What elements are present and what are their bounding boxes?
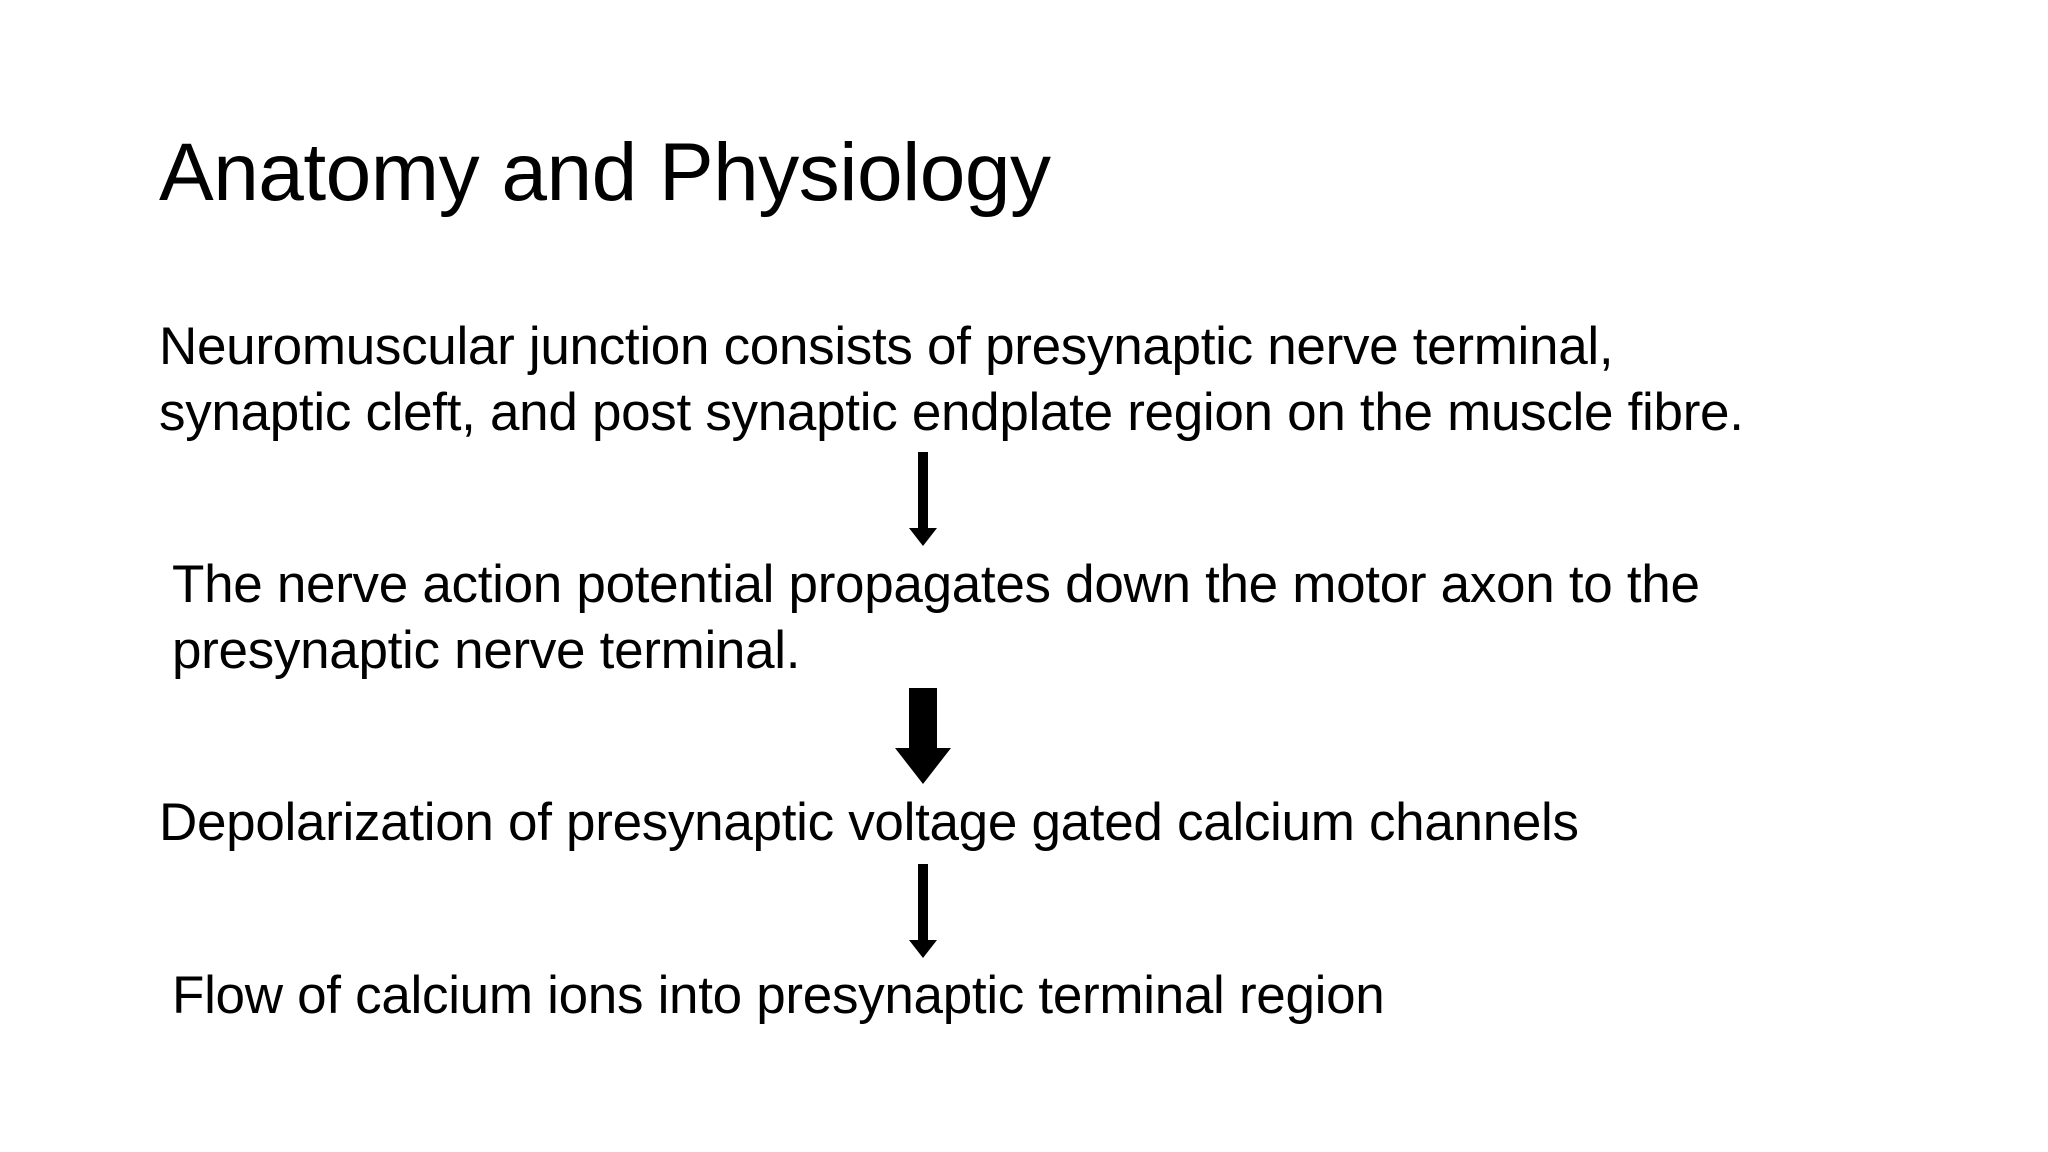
arrow-down-icon (909, 864, 937, 958)
flow-step-depolarization: Depolarization of presynaptic voltage ga… (159, 790, 1579, 856)
slide-title: Anatomy and Physiology (159, 127, 1051, 218)
arrow-down-icon (909, 452, 937, 546)
flow-step-neuromuscular-junction: Neuromuscular junction consists of presy… (159, 314, 1744, 446)
step-text-line: presynaptic nerve terminal. (172, 621, 801, 680)
step-text-line: Flow of calcium ions into presynaptic te… (172, 966, 1385, 1025)
step-text-line: The nerve action potential propagates do… (172, 555, 1700, 614)
flow-step-calcium-flow: Flow of calcium ions into presynaptic te… (172, 963, 1385, 1029)
step-text-line: synaptic cleft, and post synaptic endpla… (159, 383, 1744, 442)
flow-step-action-potential: The nerve action potential propagates do… (172, 552, 1700, 684)
step-text-line: Depolarization of presynaptic voltage ga… (159, 793, 1579, 852)
step-text-line: Neuromuscular junction consists of presy… (159, 317, 1614, 376)
arrow-down-icon (895, 688, 951, 784)
